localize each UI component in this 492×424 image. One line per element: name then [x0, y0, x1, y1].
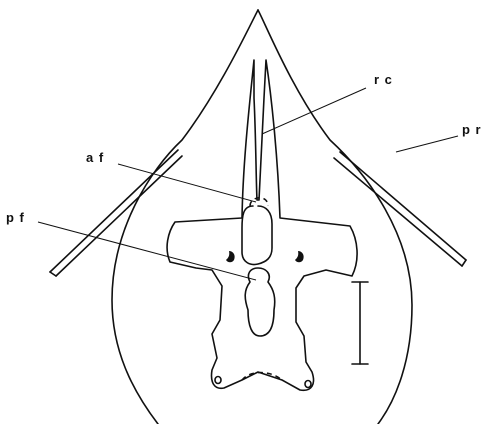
label-rc: r c: [374, 72, 393, 87]
left-foramen-mark: [226, 251, 235, 262]
outer-outline: [112, 10, 258, 424]
right-foramen-mark: [295, 251, 304, 262]
pf-leader: [38, 222, 256, 280]
right-condyle-hole: [305, 381, 311, 388]
pr-leader: [396, 136, 458, 152]
right-rod: [334, 152, 466, 266]
label-pr: p r: [462, 122, 482, 137]
label-pf: p f: [6, 210, 25, 225]
left-condyle-hole: [215, 377, 221, 384]
label-af: a f: [86, 150, 104, 165]
central-bone: [167, 60, 357, 390]
rc-leader: [262, 88, 366, 134]
anterior-fenestra: [242, 206, 272, 265]
scale-bar: [352, 282, 368, 364]
